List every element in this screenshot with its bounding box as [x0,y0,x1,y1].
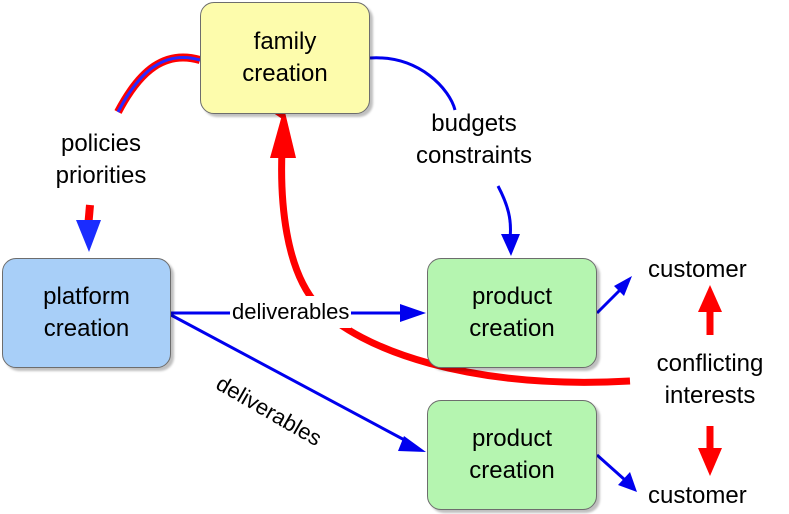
customer-bottom-arrow [596,453,626,482]
budgets-text: budgets [431,110,517,137]
customer-top-arrow [595,286,624,315]
budgets-arrow [369,56,457,111]
interests-text: interests [664,382,756,409]
product-creation-top-line1: product [471,283,553,310]
platform-creation-line1: platform [43,283,130,310]
conflicting-text: conflicting [656,350,764,377]
policies-priorities-label: policies priorities [46,128,156,192]
customer-top-label: customer [648,256,747,283]
family-creation-box: family creation [200,2,370,114]
deliverables-bottom-arrowhead [398,436,426,452]
family-creation-line1: family [253,28,317,55]
product-creation-bottom-line2: creation [469,457,555,484]
budgets-constraints-label: budgets constraints [404,108,544,172]
policies-arrow-blue [116,55,201,113]
constraints-text: constraints [415,142,533,169]
product-creation-bottom-line1: product [471,425,553,452]
conflict-up-arrowhead [698,285,722,312]
policies-text: policies [60,130,142,157]
budgets-arrowhead [501,234,520,256]
conflict-down-arrowhead [698,448,722,476]
deliverables-top-arrowhead [400,304,426,322]
priorities-text: priorities [55,162,147,189]
deliverables-bottom-arrow [170,313,413,446]
customer-bottom-label: customer [648,482,747,509]
customer-top-arrowhead [614,276,632,296]
platform-creation-line2: creation [43,315,130,342]
platform-creation-box: platform creation [2,258,171,368]
feedback-arrowhead [270,108,296,158]
deliverables-top-label: deliverables [230,296,352,328]
conflicting-interests-label: conflicting interests [640,348,780,412]
budgets-arrow-lower [496,185,512,239]
policies-down-arrowhead [76,220,101,252]
product-creation-top-line2: creation [469,315,555,342]
family-creation-line2: creation [242,60,328,87]
product-creation-bottom-box: product creation [427,400,597,510]
product-creation-top-box: product creation [427,258,597,368]
customer-bottom-arrowhead [618,472,637,492]
policies-arrow-red [114,53,202,114]
